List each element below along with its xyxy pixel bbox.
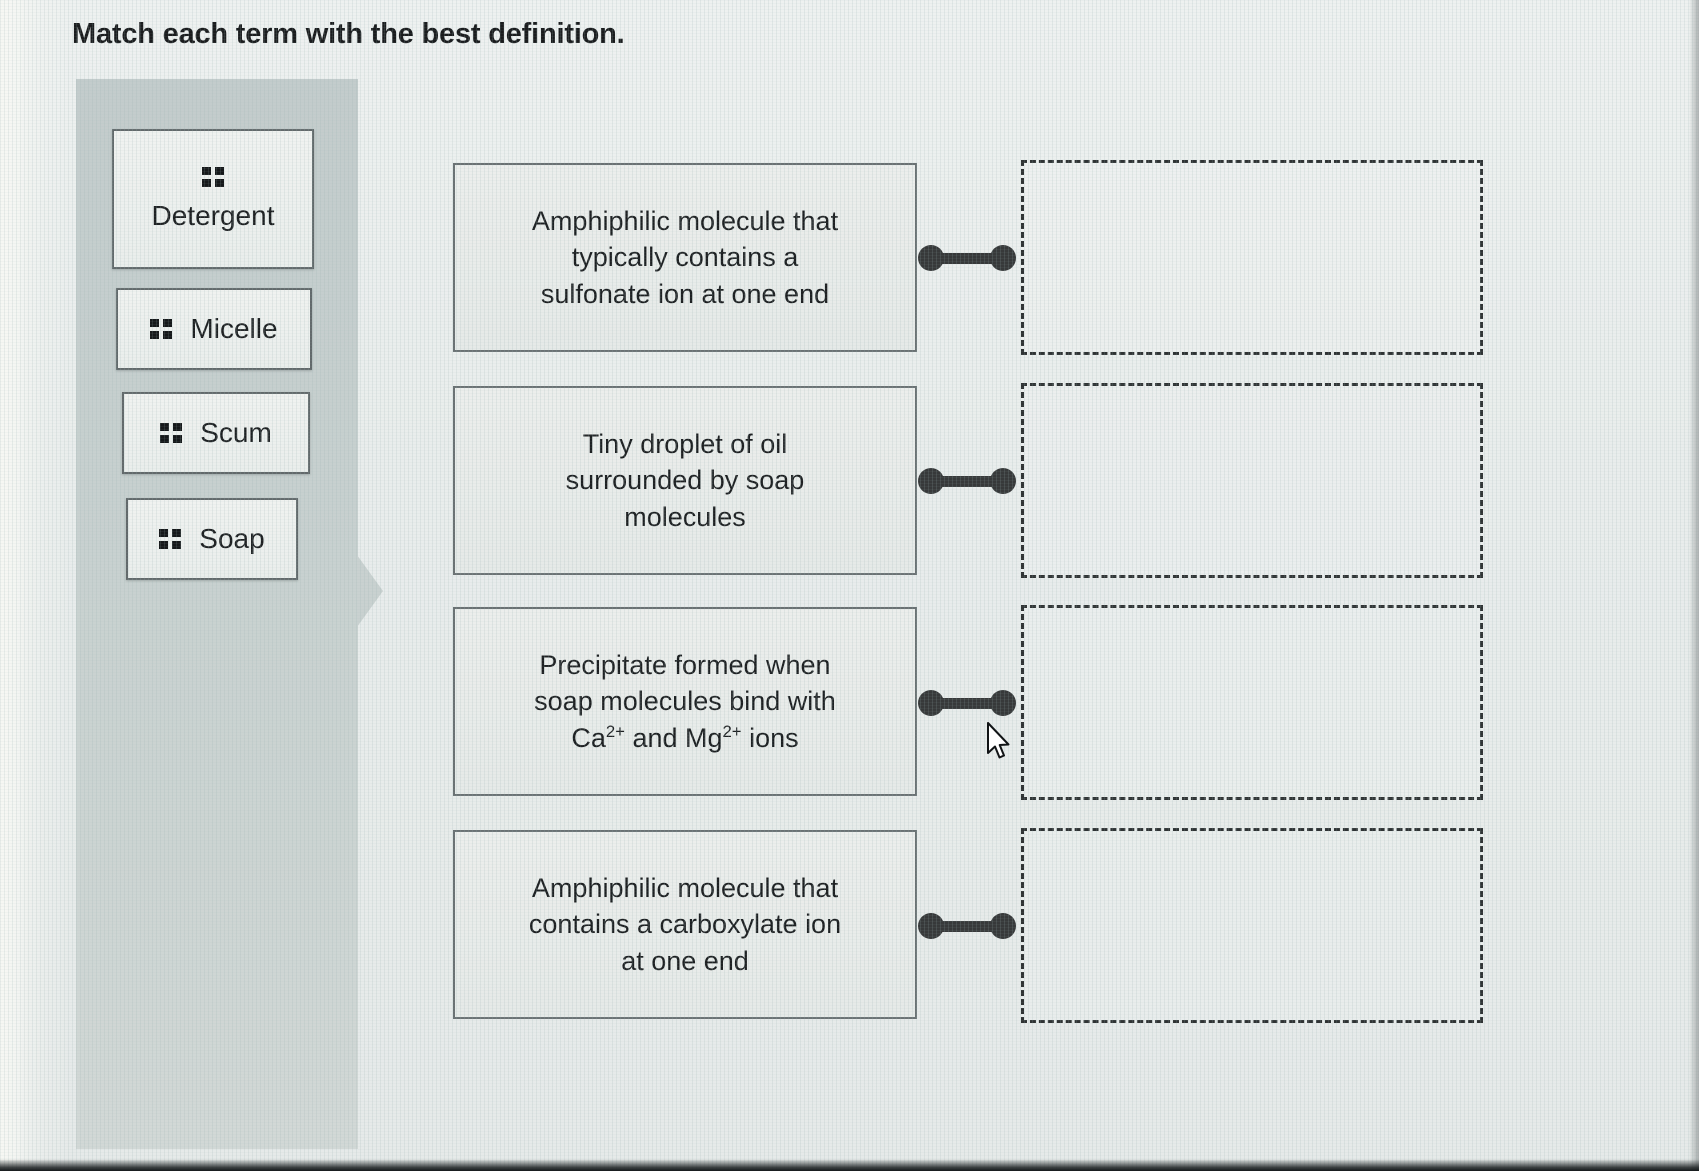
term-card-detergent[interactable]: Detergent — [112, 129, 314, 269]
term-label: Detergent — [151, 200, 275, 232]
drop-zone[interactable] — [1021, 383, 1483, 578]
term-label: Scum — [200, 417, 272, 449]
screen-glare — [0, 0, 70, 1171]
ion-name: Ca — [571, 722, 606, 753]
match-connector — [918, 245, 1016, 271]
definition-line: Amphiphilic molecule that — [531, 206, 839, 237]
drop-zone[interactable] — [1021, 605, 1483, 800]
photo-right-edge — [1689, 0, 1699, 1171]
mouse-cursor-icon — [987, 722, 1010, 759]
term-card-micelle[interactable]: Micelle — [116, 288, 312, 370]
connector-knob-right — [990, 468, 1016, 494]
match-connector — [918, 690, 1016, 716]
definition-line: Precipitate formed when — [539, 650, 831, 681]
definition-card: Precipitate formed when soap molecules b… — [453, 607, 917, 796]
ion-charge: 2+ — [722, 721, 742, 741]
definition-card: Tiny droplet of oil surrounded by soap m… — [453, 386, 917, 575]
term-label: Micelle — [190, 313, 278, 345]
connector-bar — [930, 253, 1004, 264]
connector-bar — [930, 698, 1004, 709]
definition-line: Tiny droplet of oil — [582, 429, 788, 460]
drag-handle-icon[interactable] — [150, 319, 173, 339]
definition-line: Amphiphilic molecule that — [531, 873, 839, 904]
ions-word: ions — [741, 722, 799, 753]
drop-zone[interactable] — [1021, 828, 1483, 1023]
connector-bar — [930, 921, 1004, 932]
definition-line: sulfonate ion at one end — [540, 278, 830, 309]
panel-pointer-arrow — [357, 555, 383, 627]
connector-knob-right — [990, 913, 1016, 939]
page-title: Match each term with the best definition… — [72, 18, 625, 50]
connector-knob-right — [990, 690, 1016, 716]
connector-bar — [930, 476, 1004, 487]
term-label: Soap — [199, 523, 265, 555]
definition-card: Amphiphilic molecule that typically cont… — [453, 163, 917, 352]
term-card-soap[interactable]: Soap — [126, 498, 298, 580]
definition-line-formula: Ca2+ and Mg2+ ions — [571, 723, 798, 753]
definition-card: Amphiphilic molecule that contains a car… — [453, 830, 917, 1019]
definition-line: molecules — [624, 501, 746, 532]
conjunction: and Mg — [624, 722, 723, 753]
drag-handle-icon[interactable] — [160, 423, 183, 443]
definition-line: soap molecules bind with — [534, 686, 836, 717]
definition-line: surrounded by soap — [565, 465, 805, 496]
ion-charge: 2+ — [605, 721, 625, 741]
definition-line: contains a carboxylate ion — [528, 909, 842, 940]
photo-bottom-edge — [0, 1159, 1699, 1171]
drag-handle-icon[interactable] — [202, 167, 224, 188]
drop-zone[interactable] — [1021, 160, 1483, 355]
drag-handle-icon[interactable] — [159, 529, 182, 549]
definition-line: at one end — [621, 945, 749, 976]
definition-line: typically contains a — [571, 242, 799, 273]
connector-knob-right — [990, 245, 1016, 271]
match-connector — [918, 468, 1016, 494]
term-card-scum[interactable]: Scum — [122, 392, 310, 474]
match-connector — [918, 913, 1016, 939]
